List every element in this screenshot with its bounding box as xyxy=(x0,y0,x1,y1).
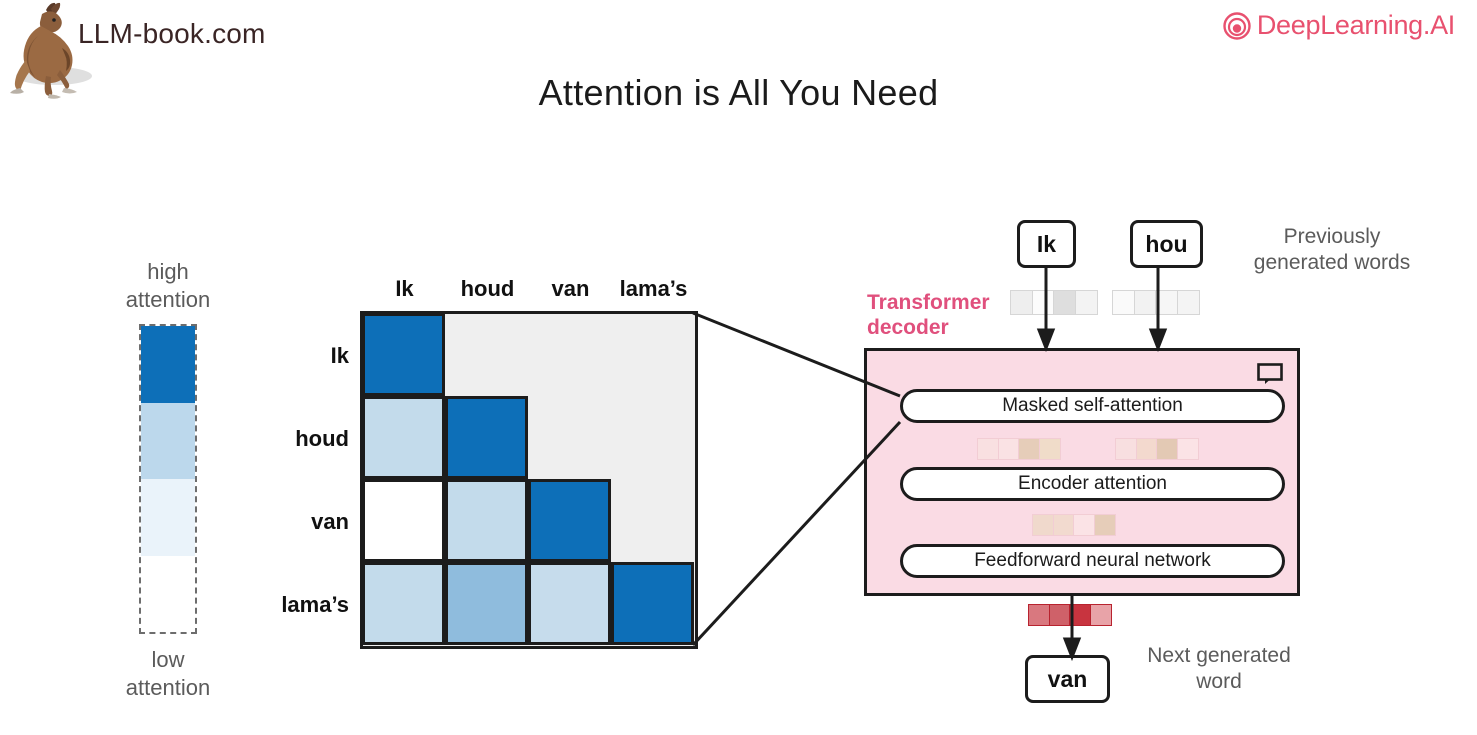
matrix-col-header-0: Ik xyxy=(395,276,414,301)
vector-cell-1 xyxy=(1135,438,1158,460)
decoder-panel: Masked self-attention Encoder attention … xyxy=(864,348,1300,596)
vector-cell-3 xyxy=(1074,290,1098,315)
vector-cell-2 xyxy=(1073,514,1095,536)
vector-cell-2 xyxy=(1069,604,1091,626)
input-vector-1 xyxy=(1112,290,1200,315)
matrix-cell-3-1 xyxy=(444,561,528,645)
page-title: Attention is All You Need xyxy=(538,72,939,113)
legend-swatch-0 xyxy=(141,326,195,403)
matrix-cell-1-1 xyxy=(444,395,528,479)
layer-masked-self-attention: Masked self-attention xyxy=(900,389,1285,423)
matrix-col-header-3: lama’s xyxy=(619,276,688,301)
encoder-vector-0 xyxy=(1032,514,1116,536)
legend-low-label: low attention xyxy=(104,646,232,702)
output-word-box: van xyxy=(1025,655,1110,703)
vector-cell-1 xyxy=(1133,290,1157,315)
deeplearning-ai-logo: DeepLearning.AI xyxy=(1223,10,1455,41)
output-vector xyxy=(1028,604,1112,626)
layer-feedforward-neural-network: Feedforward neural network xyxy=(900,544,1285,578)
vector-cell-3 xyxy=(1176,438,1199,460)
vector-cell-0 xyxy=(1112,290,1135,315)
input-vector-0 xyxy=(1010,290,1098,315)
matrix-col-header-2: van xyxy=(551,276,590,301)
matrix-cell-1-0 xyxy=(361,395,445,479)
input-word-label-1: hou xyxy=(1145,230,1188,257)
legend-high-label: high attention xyxy=(104,258,232,314)
next-generated-word-note: Next generated word xyxy=(1124,643,1314,695)
legend-gradient-bar xyxy=(139,324,197,634)
matrix-cell-3-2 xyxy=(527,561,611,645)
vector-cell-3 xyxy=(1176,290,1200,315)
vector-cell-2 xyxy=(1053,290,1076,315)
transformer-decoder-label: Transformer decoder xyxy=(867,290,1027,340)
legend-high-line1: high xyxy=(147,259,189,284)
matrix-col-header-1: houd xyxy=(460,276,515,301)
vector-cell-2 xyxy=(1156,438,1178,460)
layer-label-2: Feedforward neural network xyxy=(974,550,1211,571)
legend-high-line2: attention xyxy=(125,287,211,312)
vector-cell-2 xyxy=(1155,290,1178,315)
vector-cell-2 xyxy=(1018,438,1040,460)
mid-vector-0 xyxy=(977,438,1061,460)
matrix-cell-2-0 xyxy=(361,478,445,562)
vector-cell-1 xyxy=(997,438,1020,460)
input-word-box-0: Ik xyxy=(1017,220,1076,268)
spiral-circle-icon xyxy=(1223,11,1251,40)
matrix-cell-0-3 xyxy=(612,314,695,397)
vector-cell-1 xyxy=(1048,604,1071,626)
speech-bubble-icon xyxy=(1257,363,1283,384)
attention-legend: high attention low attention xyxy=(104,258,232,702)
layer-label-0: Masked self-attention xyxy=(1002,395,1183,416)
transformer-label-line2: decoder xyxy=(867,316,949,339)
legend-low-line1: low xyxy=(151,647,185,672)
transformer-decoder-diagram: Ik hou Previously generated words Masked… xyxy=(862,200,1462,720)
vector-cell-1 xyxy=(1052,514,1075,536)
vector-cell-0 xyxy=(977,438,999,460)
prev-note-line1: Previously xyxy=(1283,225,1381,248)
vector-cell-3 xyxy=(1093,514,1116,536)
vector-cell-3 xyxy=(1089,604,1112,626)
prev-note-line2: generated words xyxy=(1253,251,1411,274)
matrix-cell-2-2 xyxy=(527,478,611,562)
matrix-cell-2-1 xyxy=(444,478,528,562)
next-note-line2: word xyxy=(1196,670,1242,693)
deeplearning-ai-text: DeepLearning.AI xyxy=(1256,10,1455,40)
matrix-row-header-2: van xyxy=(311,509,349,534)
matrix-cell-0-1 xyxy=(446,314,529,397)
transformer-label-line1: Transformer xyxy=(867,291,990,314)
kangaroo-logo xyxy=(10,2,92,99)
vector-cell-0 xyxy=(1115,438,1137,460)
vector-cell-1 xyxy=(1031,290,1055,315)
matrix-cell-0-2 xyxy=(529,314,612,397)
layer-label-1: Encoder attention xyxy=(1018,473,1167,494)
input-word-box-1: hou xyxy=(1130,220,1203,268)
mid-vector-1 xyxy=(1115,438,1199,460)
output-word-label: van xyxy=(1047,665,1088,692)
vector-cell-0 xyxy=(1032,514,1054,536)
matrix-cell-3-3 xyxy=(610,561,694,645)
previously-generated-words-note: Previously generated words xyxy=(1232,224,1432,276)
legend-low-line2: attention xyxy=(125,675,211,700)
vector-cell-3 xyxy=(1038,438,1061,460)
matrix-cell-1-2 xyxy=(529,397,612,480)
matrix-row-header-0: Ik xyxy=(330,343,349,368)
matrix-row-header-1: houd xyxy=(295,426,349,451)
vector-cell-0 xyxy=(1028,604,1050,626)
legend-swatch-2 xyxy=(141,479,195,556)
next-note-line1: Next generated xyxy=(1147,644,1291,667)
matrix-cell-0-0 xyxy=(361,312,445,396)
matrix-cell-1-3 xyxy=(612,397,695,480)
matrix-row-header-3: lama’s xyxy=(281,592,349,617)
legend-swatch-1 xyxy=(141,402,195,479)
legend-swatch-3 xyxy=(141,555,195,632)
brand-name: LLM-book.com xyxy=(78,18,266,49)
matrix-cell-2-3 xyxy=(612,480,695,563)
layer-encoder-attention: Encoder attention xyxy=(900,467,1285,501)
input-word-label-0: Ik xyxy=(1036,230,1057,257)
matrix-cell-3-0 xyxy=(361,561,445,645)
